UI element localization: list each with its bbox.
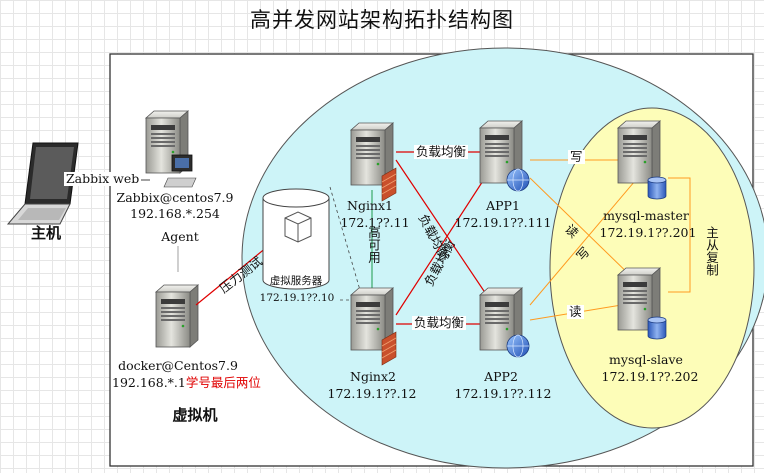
mysql-master-ip: 172.19.1??.201 bbox=[599, 225, 697, 240]
nginx2-server-icon bbox=[350, 287, 397, 366]
docker-name: docker@Centos7.9 bbox=[118, 358, 238, 373]
agent-label: Agent bbox=[161, 229, 199, 244]
mysql-slave-name: mysql-slave bbox=[609, 352, 683, 367]
lb-label-bottom: 负载均衡 bbox=[412, 315, 467, 330]
vm-group-label: 虚拟机 bbox=[172, 406, 218, 424]
app2-server-icon bbox=[479, 287, 530, 358]
laptop-icon bbox=[6, 142, 79, 225]
app2-name: APP2 bbox=[484, 369, 518, 384]
app1-name: APP1 bbox=[486, 198, 520, 213]
nginx1-ip: 172.1??.11 bbox=[340, 215, 410, 230]
zabbix-ip: 192.168.*.254 bbox=[130, 206, 220, 221]
zabbix-name: Zabbix@centos7.9 bbox=[116, 190, 234, 205]
host-label: 主机 bbox=[30, 224, 62, 242]
nginx1-name: Nginx1 bbox=[347, 198, 393, 213]
app1-ip: 172.19.1??.111 bbox=[454, 215, 552, 230]
virtual-server-name: 虚拟服务器 bbox=[269, 275, 323, 287]
zabbix-web-label: Zabbix web bbox=[64, 171, 142, 186]
read-label-bottom: 读 bbox=[567, 304, 584, 319]
docker-ip-note: 学号最后两位 bbox=[185, 375, 261, 390]
mysql-slave-ip: 172.19.1??.202 bbox=[601, 369, 699, 384]
lb-label-top: 负载均衡 bbox=[414, 144, 469, 159]
replication-label: 主从复制 bbox=[704, 226, 719, 276]
mysql-master-server-icon bbox=[617, 120, 667, 200]
virtual-server-cylinder bbox=[262, 188, 330, 290]
nginx1-server-icon bbox=[350, 122, 397, 202]
nginx2-name: Nginx2 bbox=[350, 369, 396, 384]
zabbix-server-icon bbox=[145, 110, 197, 188]
docker-ip: 192.168.*.1学号最后两位 bbox=[112, 376, 261, 390]
mysql-master-name: mysql-master bbox=[603, 208, 689, 223]
virtual-server-ip: 172.19.1??.10 bbox=[259, 292, 335, 304]
docker-server-icon bbox=[155, 284, 199, 348]
docker-ip-prefix: 192.168.*.1 bbox=[112, 375, 186, 390]
ha-label: 高可用 bbox=[366, 226, 381, 264]
nginx2-ip: 172.19.1??.12 bbox=[327, 386, 417, 401]
diagram-title: 高并发网站架构拓扑结构图 bbox=[250, 8, 514, 32]
app2-ip: 172.19.1??.112 bbox=[454, 386, 552, 401]
mysql-slave-server-icon bbox=[617, 267, 667, 340]
write-label-top: 写 bbox=[568, 149, 585, 164]
app1-server-icon bbox=[479, 120, 530, 192]
